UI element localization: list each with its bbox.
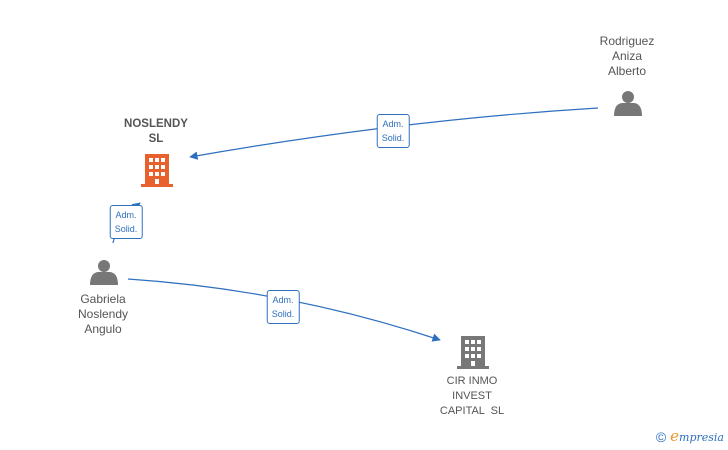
edge-label-line: Solid. (271, 309, 295, 319)
node-label-line: Noslendy (77, 307, 129, 321)
building-icon[interactable] (457, 336, 489, 369)
node-label-line: NOSLENDY (124, 118, 188, 130)
edge-label-rodriguez-noslendy[interactable]: Adm. Solid. (376, 114, 410, 148)
node-label-line: Aniza (611, 49, 643, 63)
copyright-icon: © (655, 428, 667, 445)
node-label-line: CIR INMO (446, 375, 498, 387)
node-label-rodriguez[interactable]: Rodriguez Aniza Alberto (600, 34, 655, 79)
node-label-line: INVEST (452, 390, 492, 402)
node-label-line: CAPITAL SL (439, 405, 505, 417)
node-label-noslendy-sl[interactable]: NOSLENDY SL (124, 117, 188, 147)
node-label-gabriela[interactable]: Gabriela Noslendy Angulo (78, 292, 128, 337)
node-label-line: Gabriela (80, 292, 126, 306)
node-label-line: SL (148, 133, 164, 145)
brand-logo[interactable]: empresia (670, 427, 724, 446)
node-label-cir-inmo[interactable]: CIR INMO INVEST CAPITAL SL (440, 374, 504, 419)
edge-label-gabriela-noslendy[interactable]: Adm. Solid. (109, 205, 143, 239)
edge-label-line: Adm. (272, 295, 294, 305)
brand-logo-e: e (670, 427, 680, 445)
node-label-line: Rodriguez (599, 34, 655, 48)
person-icon[interactable] (90, 260, 118, 285)
node-label-line: Alberto (607, 64, 647, 78)
edge-label-gabriela-cir[interactable]: Adm. Solid. (266, 290, 300, 324)
building-icon[interactable] (141, 154, 173, 187)
node-label-line: Angulo (84, 322, 122, 336)
edge-label-line: Adm. (115, 210, 137, 220)
person-icon[interactable] (614, 91, 642, 116)
edge-label-line: Adm. (382, 119, 404, 129)
brand-logo-text: mpresia (679, 431, 724, 444)
edge-label-line: Solid. (114, 224, 138, 234)
brand-footer: © empresia (656, 427, 724, 446)
edge-label-line: Solid. (381, 133, 405, 143)
